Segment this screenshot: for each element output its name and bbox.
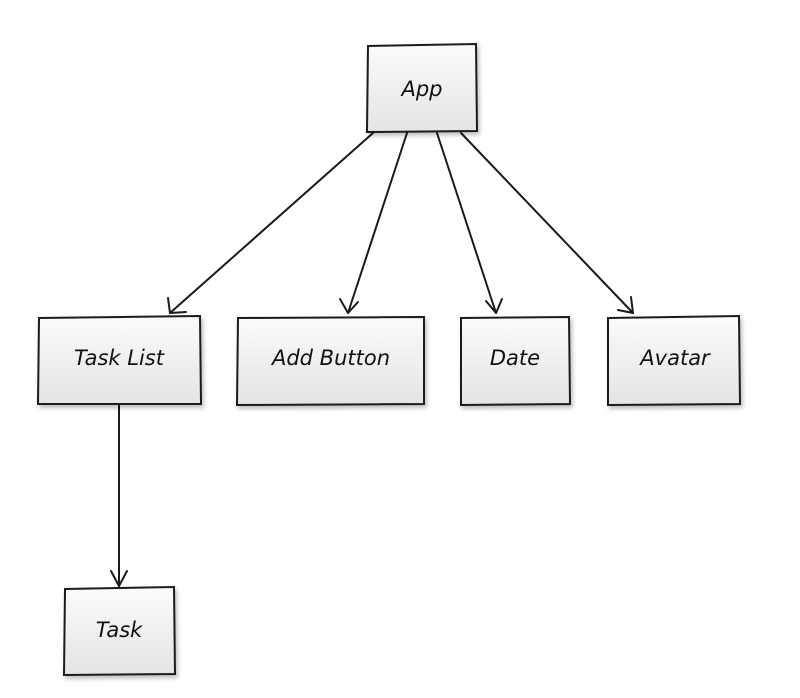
edges	[110, 132, 634, 587]
node-label: Add Button	[270, 346, 390, 370]
node-avatar[interactable]: Avatar	[607, 314, 742, 407]
node-label: Avatar	[638, 346, 711, 370]
edge-app-to-task-list	[167, 132, 374, 314]
node-add-button[interactable]: Add Button	[235, 315, 425, 407]
node-task-list[interactable]: Task List	[36, 314, 203, 405]
edge-app-to-add-button	[339, 132, 408, 314]
edge-app-to-date	[436, 132, 503, 314]
edge-task-list-to-task	[110, 403, 128, 587]
node-app[interactable]: App	[365, 42, 479, 134]
node-date[interactable]: Date	[460, 315, 572, 407]
node-task[interactable]: Task	[62, 585, 177, 677]
edge-app-to-avatar	[460, 132, 634, 314]
node-label: Task List	[74, 346, 165, 370]
node-label: App	[399, 77, 442, 101]
node-label: Date	[490, 346, 540, 370]
node-label: Task	[96, 618, 143, 642]
